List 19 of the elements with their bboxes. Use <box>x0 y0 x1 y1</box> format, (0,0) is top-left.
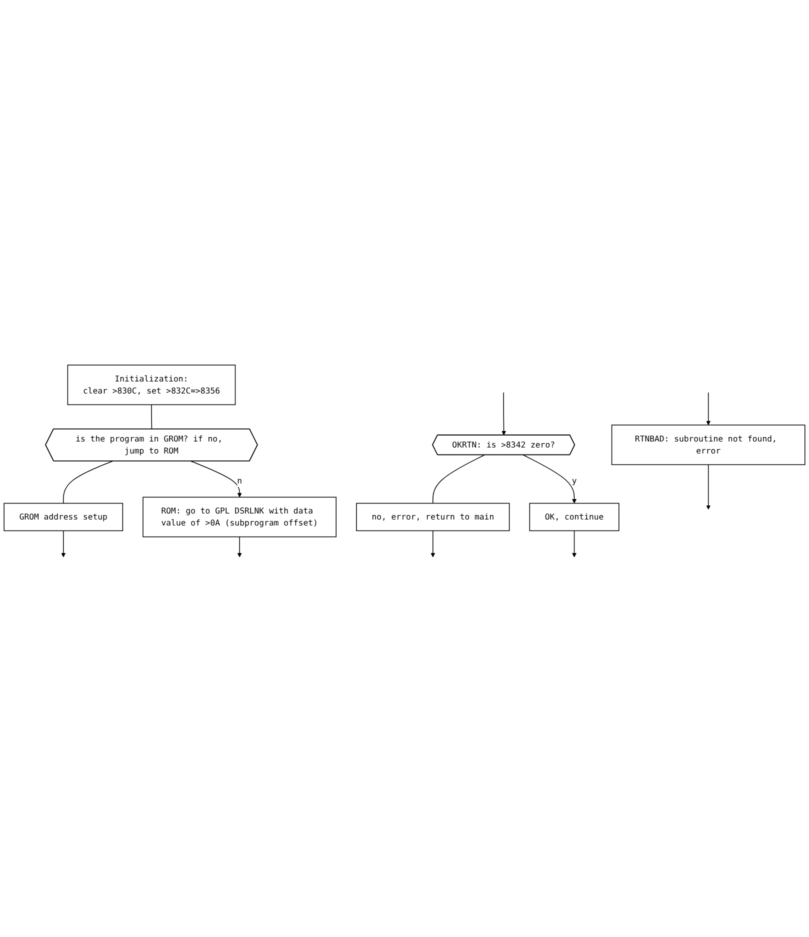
process-box: ROM: go to GPL DSRLNK with data value of >0A (subprogram offset) <box>142 496 336 537</box>
arrow <box>502 392 506 436</box>
process-box: Initialization: clear >830C, set >832C=>8356 <box>67 364 236 405</box>
arrow <box>706 392 711 425</box>
arrow <box>190 460 242 498</box>
edge-label: y <box>572 476 577 486</box>
arrow <box>706 464 711 510</box>
edge-label: n <box>237 476 242 486</box>
arrow <box>522 454 577 504</box>
process-box: OK, continue <box>529 502 620 531</box>
process-box: RTNBAD: subroutine not found, error <box>611 424 806 465</box>
process-box: no, error, return to main <box>356 502 510 531</box>
process-box: GROM address setup <box>4 502 124 531</box>
arrow <box>572 530 577 558</box>
arrow <box>61 530 66 558</box>
arrow <box>430 530 436 558</box>
decision-hexagon: OKRTN: is >8342 zero? <box>432 434 576 455</box>
arrow <box>237 536 242 558</box>
decision-hexagon: is the program in GROM? if no, jump to ROM <box>45 428 258 461</box>
